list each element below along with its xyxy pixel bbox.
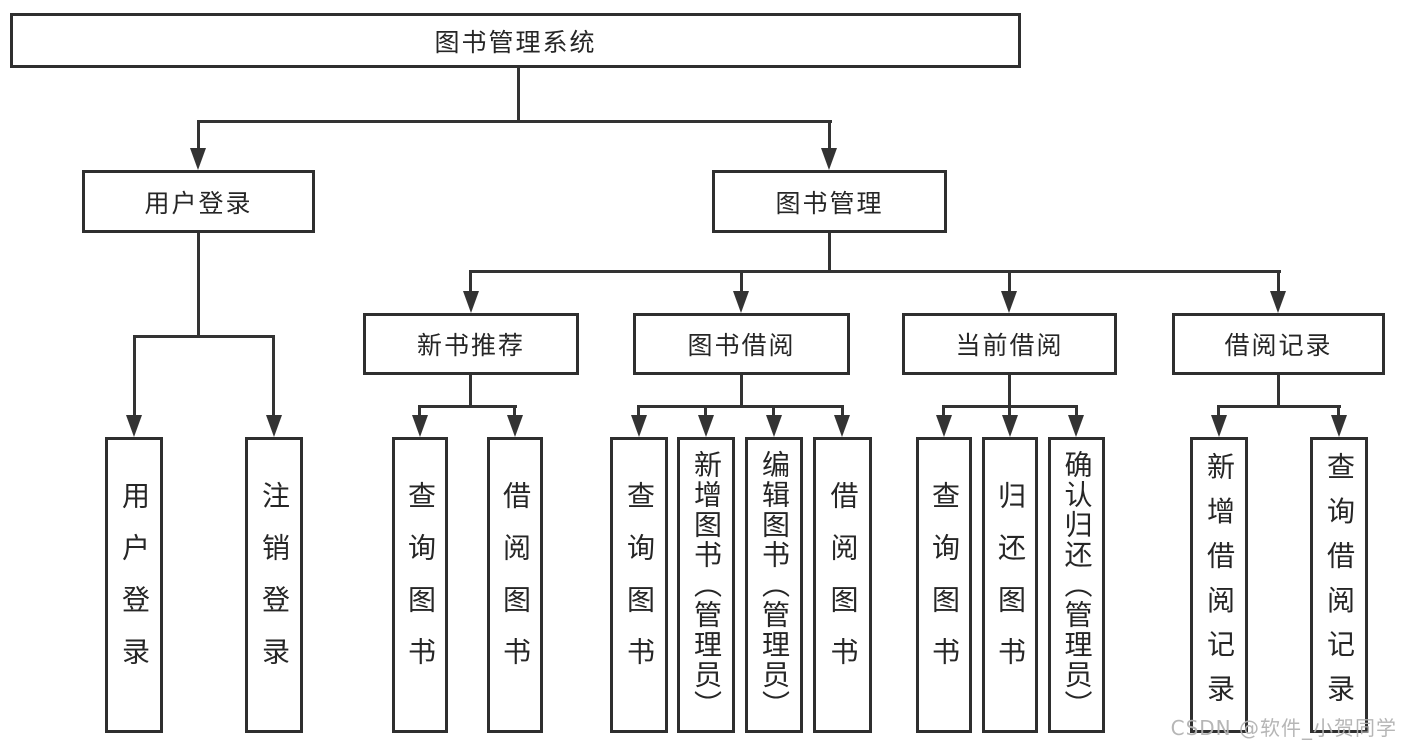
connector-management-stub <box>828 233 831 273</box>
connector-stem-leaf <box>942 405 945 418</box>
arrowhead-down <box>698 415 714 437</box>
connector-records-hline <box>1217 405 1341 408</box>
arrowhead-down <box>1001 291 1017 313</box>
connector-stem-leaf <box>1075 405 1078 418</box>
connector-stem-leaf <box>1008 405 1011 418</box>
arrowhead-down <box>463 291 479 313</box>
connector-current-stub <box>1008 375 1011 408</box>
node-new-book-recommend: 新书推荐 <box>363 313 579 375</box>
leaf-current-return-books: 归还图书 <box>982 437 1038 733</box>
connector-stem-leaf <box>637 405 640 418</box>
connector-stem-leaf <box>841 405 844 418</box>
connector-root-hline <box>197 120 832 123</box>
leaf-borrow-query-books: 查询图书 <box>610 437 668 733</box>
node-borrow-records: 借阅记录 <box>1172 313 1385 375</box>
connector-stem-leaf <box>513 405 516 418</box>
connector-borrow-hline <box>637 405 844 408</box>
connector-stem-management <box>828 120 831 150</box>
node-book-borrow: 图书借阅 <box>633 313 850 375</box>
leaf-user-login: 用户登录 <box>105 437 163 733</box>
arrowhead-down <box>834 415 850 437</box>
connector-newbook-hline <box>418 405 517 408</box>
leaf-current-query-books: 查询图书 <box>916 437 972 733</box>
arrowhead-down <box>821 148 837 170</box>
connector-login-stub <box>197 233 200 338</box>
leaf-records-query-record: 查询借阅记录 <box>1310 437 1368 733</box>
connector-root-stub <box>517 68 520 123</box>
csdn-watermark: CSDN @软件_小贺同学 <box>1170 716 1397 740</box>
node-current-borrow: 当前借阅 <box>902 313 1117 375</box>
node-root: 图书管理系统 <box>10 13 1021 68</box>
connector-records-stub <box>1277 375 1280 408</box>
leaf-borrow-borrow-books: 借阅图书 <box>813 437 872 733</box>
connector-borrow-stub <box>740 375 743 408</box>
arrowhead-down <box>1068 415 1084 437</box>
connector-stem-l3 <box>1008 270 1011 293</box>
leaf-logout: 注销登录 <box>245 437 303 733</box>
leaf-current-confirm-return-admin: 确认归还（管理员） <box>1048 437 1105 733</box>
arrowhead-down <box>190 148 206 170</box>
arrowhead-down <box>1270 291 1286 313</box>
connector-newbook-stub <box>469 375 472 408</box>
arrowhead-down <box>126 415 142 437</box>
node-book-management: 图书管理 <box>712 170 947 233</box>
leaf-newbook-query-books: 查询图书 <box>392 437 448 733</box>
connector-stem-l3 <box>469 270 472 293</box>
connector-stem-l3 <box>740 270 743 293</box>
leaf-borrow-edit-books-admin: 编辑图书（管理员） <box>745 437 803 733</box>
connector-stem-leaf <box>1217 405 1220 418</box>
connector-stem-l3 <box>1277 270 1280 293</box>
arrowhead-down <box>936 415 952 437</box>
arrowhead-down <box>1002 415 1018 437</box>
arrowhead-down <box>266 415 282 437</box>
connector-login-hline <box>133 335 275 338</box>
connector-stem-leaf <box>772 405 775 418</box>
arrowhead-down <box>733 291 749 313</box>
leaf-newbook-borrow-books: 借阅图书 <box>487 437 543 733</box>
node-user-login: 用户登录 <box>82 170 315 233</box>
connector-stem-leaf <box>133 335 136 417</box>
leaf-borrow-add-books-admin: 新增图书（管理员） <box>677 437 735 733</box>
connector-stem-leaf <box>272 335 275 417</box>
connector-stem-login <box>197 120 200 150</box>
arrowhead-down <box>412 415 428 437</box>
leaf-records-add-record: 新增借阅记录 <box>1190 437 1248 733</box>
connector-stem-leaf <box>704 405 707 418</box>
arrowhead-down <box>507 415 523 437</box>
connector-stem-leaf <box>1337 405 1340 418</box>
arrowhead-down <box>1331 415 1347 437</box>
connector-management-hline <box>469 270 1281 273</box>
connector-stem-leaf <box>418 405 421 418</box>
arrowhead-down <box>766 415 782 437</box>
arrowhead-down <box>631 415 647 437</box>
arrowhead-down <box>1211 415 1227 437</box>
